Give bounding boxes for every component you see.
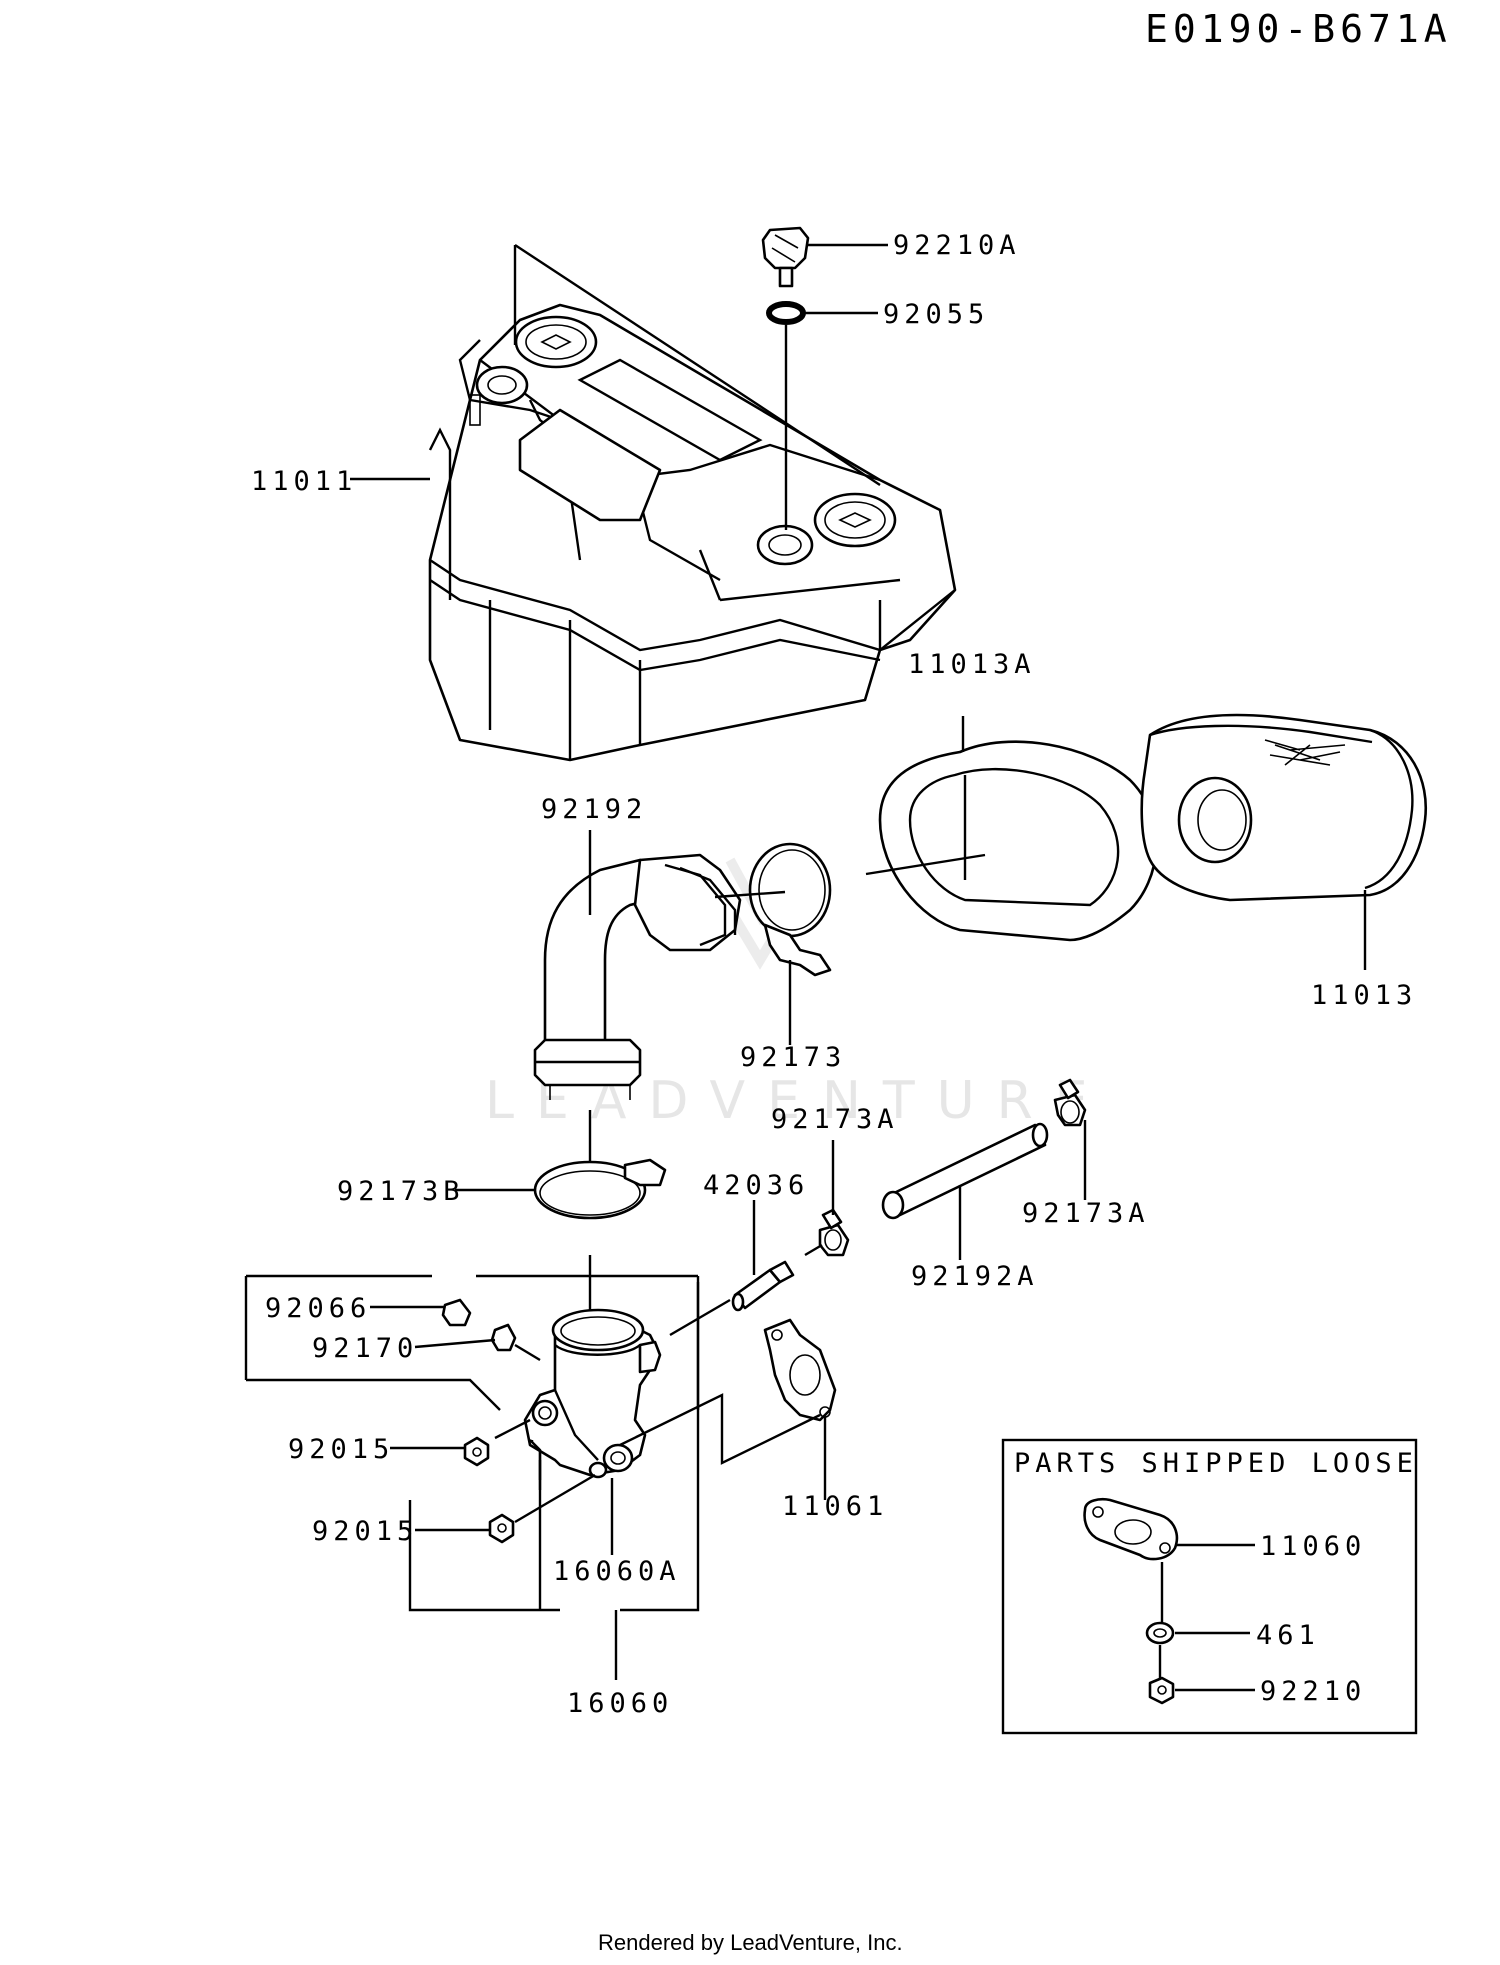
o-ring-92055[interactable] — [766, 301, 878, 530]
label-92173a-top[interactable]: 92173A — [771, 1104, 899, 1135]
parts-shipped-loose-box: PARTS SHIPPED LOOSE — [1001, 1438, 1418, 1735]
nut-92015-lower[interactable] — [415, 1473, 596, 1544]
label-461[interactable]: 461 — [1256, 1620, 1320, 1651]
nut-92170[interactable] — [414, 1323, 541, 1362]
air-cleaner-cover[interactable] — [428, 243, 957, 762]
gasket-11060[interactable] — [1083, 1498, 1255, 1625]
label-11011[interactable]: 11011 — [251, 466, 357, 497]
intake-pipe-16060a[interactable] — [523, 1255, 662, 1479]
breather-fitting-42036[interactable] — [669, 1200, 795, 1337]
label-92173b[interactable]: 92173B — [337, 1176, 465, 1207]
hose-clamp-92173a-right[interactable] — [1053, 1078, 1087, 1200]
label-92173a-right[interactable]: 92173A — [1022, 1198, 1150, 1229]
clamp-92173[interactable] — [714, 842, 832, 1045]
cap-92066[interactable] — [370, 1298, 472, 1327]
label-92210[interactable]: 92210 — [1260, 1676, 1366, 1707]
label-16060[interactable]: 16060 — [567, 1688, 673, 1719]
parts-shipped-loose-title: PARTS SHIPPED LOOSE — [1014, 1448, 1418, 1479]
air-filter-element[interactable] — [1140, 713, 1428, 970]
gasket-11061[interactable] — [619, 1318, 837, 1500]
label-11061[interactable]: 11061 — [782, 1491, 888, 1522]
label-92015-lower[interactable]: 92015 — [312, 1516, 418, 1547]
label-92170[interactable]: 92170 — [312, 1333, 418, 1364]
assembly-bracket-16060 — [244, 1274, 700, 1680]
label-92015-upper[interactable]: 92015 — [288, 1434, 394, 1465]
washer-461[interactable] — [1145, 1621, 1250, 1678]
clamp-92173b[interactable] — [455, 1158, 667, 1220]
label-11013a[interactable]: 11013A — [908, 649, 1036, 680]
label-92066[interactable]: 92066 — [265, 1293, 371, 1324]
footer-credit: Rendered by LeadVenture, Inc. — [598, 1930, 903, 1955]
wing-knob-92210a[interactable] — [761, 226, 888, 288]
elbow-hose-92192[interactable] — [533, 830, 742, 1180]
label-92055[interactable]: 92055 — [883, 299, 989, 330]
nut-92015-upper[interactable] — [390, 1418, 531, 1467]
label-42036[interactable]: 42036 — [703, 1170, 809, 1201]
label-92210a[interactable]: 92210A — [893, 230, 1021, 261]
hose-clamp-92173a-top[interactable] — [804, 1140, 850, 1257]
nut-92210[interactable] — [1148, 1676, 1255, 1705]
label-92192[interactable]: 92192 — [541, 794, 647, 825]
label-16060a[interactable]: 16060A — [553, 1556, 681, 1587]
label-11013[interactable]: 11013 — [1311, 980, 1417, 1011]
label-92173[interactable]: 92173 — [740, 1042, 846, 1073]
breather-hose-92192a[interactable] — [881, 1122, 1049, 1260]
diagram-id: E0190-B671A — [1145, 7, 1452, 51]
label-11060[interactable]: 11060 — [1260, 1531, 1366, 1562]
label-92192a[interactable]: 92192A — [911, 1261, 1039, 1292]
pre-cleaner-foam[interactable] — [865, 716, 1158, 942]
